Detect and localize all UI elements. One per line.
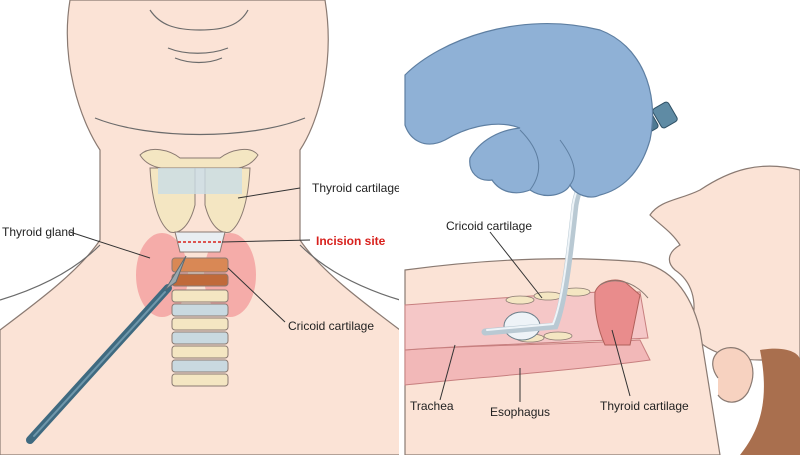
collar-right: [299, 244, 401, 301]
leader-thyroid-cartilage: [237, 187, 301, 199]
right-panel-lateral-view: Cricoid cartilage Trachea Esophagus Thyr…: [404, 23, 800, 455]
cricoid-cartilage-band: [171, 257, 229, 273]
ear: [712, 347, 754, 403]
label-thyroid-gland: Thyroid gland: [2, 225, 75, 239]
leader-thyroid-cartilage-right: [611, 329, 631, 397]
label-cricoid-cartilage-right: Cricoid cartilage: [446, 219, 532, 233]
trachea-rings: [171, 289, 229, 387]
label-esophagus: Esophagus: [490, 405, 550, 419]
leader-cricoid-cartilage-right: [489, 231, 543, 299]
label-cricoid-cartilage-left: Cricoid cartilage: [288, 319, 374, 333]
glove-finger-crease-2: [559, 139, 575, 186]
chin-curve: [149, 9, 249, 31]
gloved-hand-icon: [404, 23, 654, 198]
leader-cricoid-cartilage: [227, 267, 286, 323]
lower-lip: [174, 57, 223, 64]
mouth: [167, 47, 229, 54]
hair: [740, 348, 800, 455]
label-incision-site: Incision site: [316, 234, 386, 248]
collar-left: [0, 244, 101, 301]
thyrohyoid-membrane: [158, 168, 242, 194]
epiglottis: [599, 280, 649, 299]
label-trachea: Trachea: [410, 399, 454, 413]
leader-incision-site: [221, 239, 311, 243]
leader-trachea: [439, 344, 456, 401]
label-thyroid-cartilage-right: Thyroid cartilage: [600, 399, 689, 413]
glove-finger-crease: [519, 129, 540, 191]
left-panel-neck-anterior-view: Thyroid cartilage Thyroid gland Incision…: [0, 0, 401, 455]
leader-thyroid-gland: [69, 231, 151, 259]
cricoid-cartilage-band-2: [171, 273, 229, 287]
scalpel-icon: [26, 255, 187, 444]
jaw-line: [94, 117, 306, 136]
label-thyroid-cartilage-left: Thyroid cartilage: [312, 181, 401, 195]
